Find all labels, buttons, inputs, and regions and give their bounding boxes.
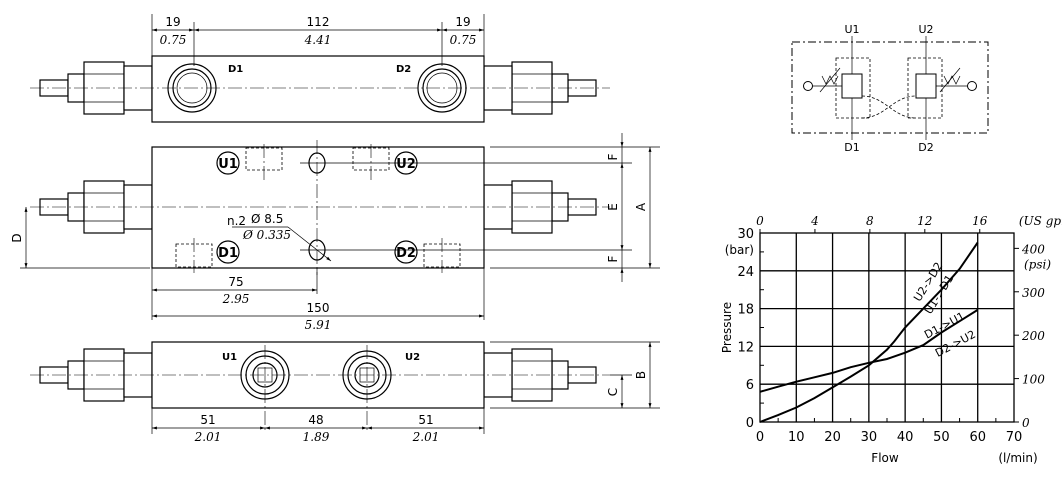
top-view: D1 D2 19 0.75 112 4.41 19 0.75	[30, 14, 610, 123]
x-tick-label: 20	[824, 430, 841, 445]
dim-75-mm: 75	[228, 275, 243, 289]
svg-text:D1: D1	[218, 246, 238, 261]
y-tick-label: 18	[737, 303, 754, 318]
y-tick-label: 12	[737, 340, 754, 355]
dim-150-in: 5.91	[305, 318, 332, 332]
top-tick-label: 8	[866, 214, 874, 228]
dim-f-top: F	[606, 153, 620, 160]
dim-19-right-in: 0.75	[450, 33, 477, 47]
svg-text:U2: U2	[396, 157, 416, 172]
dim-112-mm: 112	[307, 15, 330, 29]
front-view: U1 U2 D1 D2 n.2 Ø 8.5 Ø 0.335 F E F A D …	[10, 133, 660, 332]
x-tick-label: 10	[788, 430, 805, 445]
dim-51-left-in: 2.01	[194, 430, 222, 444]
valve-body-front	[151, 146, 485, 269]
dim-48-mm: 48	[308, 413, 323, 427]
hydraulic-schematic: U1 U2 D1 D2	[791, 23, 989, 154]
right-tick-label: 300	[1022, 286, 1045, 300]
right-axis-unit: (psi)	[1024, 257, 1051, 271]
x-tick-label: 70	[1006, 430, 1023, 445]
hole-qty: n.2	[227, 214, 246, 228]
svg-text:D2: D2	[396, 246, 416, 261]
dim-e: E	[606, 203, 620, 211]
x-tick-label: 60	[969, 430, 986, 445]
hole-diameter-mm: Ø 8.5	[251, 212, 283, 226]
port-badge-u1: U1	[216, 151, 240, 175]
schematic-u2: U2	[918, 23, 933, 36]
svg-text:U1: U1	[218, 157, 238, 172]
x-tick-label: 40	[897, 430, 914, 445]
dim-19-left-mm: 19	[165, 15, 180, 29]
y-axis-unit: (bar)	[725, 243, 754, 257]
x-tick-label: 0	[756, 430, 764, 445]
mounting-hole-bottom	[308, 239, 326, 261]
dim-75-in: 2.95	[222, 292, 250, 306]
bottom-view: U1 U2 51 2.01 48 1.89 51 2.01 C B	[30, 341, 660, 444]
x-axis-title: Flow	[871, 451, 899, 465]
top-axis-unit: (US gpm)	[1019, 214, 1062, 228]
label-d2: D2	[396, 64, 411, 75]
dim-51-right-mm: 51	[418, 413, 433, 427]
valve-body-top	[151, 55, 485, 123]
series-line-2	[759, 309, 979, 393]
label-d1: D1	[228, 64, 243, 75]
x-axis-unit: (l/min)	[998, 451, 1037, 465]
dim-d: D	[10, 233, 24, 242]
dim-b: B	[634, 371, 648, 379]
top-tick-label: 4	[810, 214, 819, 228]
dim-51-left-mm: 51	[200, 413, 215, 427]
y-tick-label: 6	[746, 378, 754, 393]
dim-f-bottom: F	[606, 255, 620, 262]
port-d1-top	[167, 63, 217, 113]
dim-48-in: 1.89	[303, 430, 330, 444]
top-tick-label: 0	[756, 214, 764, 228]
label-u2-bottom: U2	[405, 352, 420, 363]
mounting-hole-top	[308, 152, 326, 174]
schematic-d2: D2	[918, 141, 933, 154]
y-tick-label: 24	[737, 265, 754, 280]
series-line-1	[759, 241, 979, 423]
right-tick-label: 0	[1022, 416, 1030, 430]
dim-51-right-in: 2.01	[412, 430, 440, 444]
top-tick-label: 16	[972, 214, 988, 228]
right-tick-label: 400	[1021, 242, 1045, 256]
port-badge-d1: D1	[216, 240, 240, 264]
schematic-u1: U1	[844, 23, 859, 36]
dim-19-left-in: 0.75	[160, 33, 187, 47]
dim-19-right-mm: 19	[455, 15, 470, 29]
dim-150-mm: 150	[307, 301, 330, 315]
right-tick-label: 200	[1021, 329, 1045, 343]
dim-a: A	[634, 202, 648, 211]
top-tick-label: 12	[917, 214, 932, 228]
port-badge-d2: D2	[394, 240, 418, 264]
x-tick-label: 30	[861, 430, 878, 445]
plot-frame	[759, 232, 1015, 423]
schematic-d1: D1	[844, 141, 859, 154]
x-tick-label: 50	[933, 430, 950, 445]
dim-c: C	[606, 388, 620, 396]
y-tick-label: 0	[746, 416, 754, 431]
y-axis-title: Pressure	[720, 302, 734, 353]
hole-diameter-in: Ø 0.335	[242, 228, 291, 242]
label-u1-bottom: U1	[222, 352, 237, 363]
port-badge-u2: U2	[394, 151, 418, 175]
y-tick-label: 30	[737, 227, 754, 242]
right-tick-label: 100	[1022, 373, 1045, 387]
dim-112-in: 4.41	[304, 33, 332, 47]
